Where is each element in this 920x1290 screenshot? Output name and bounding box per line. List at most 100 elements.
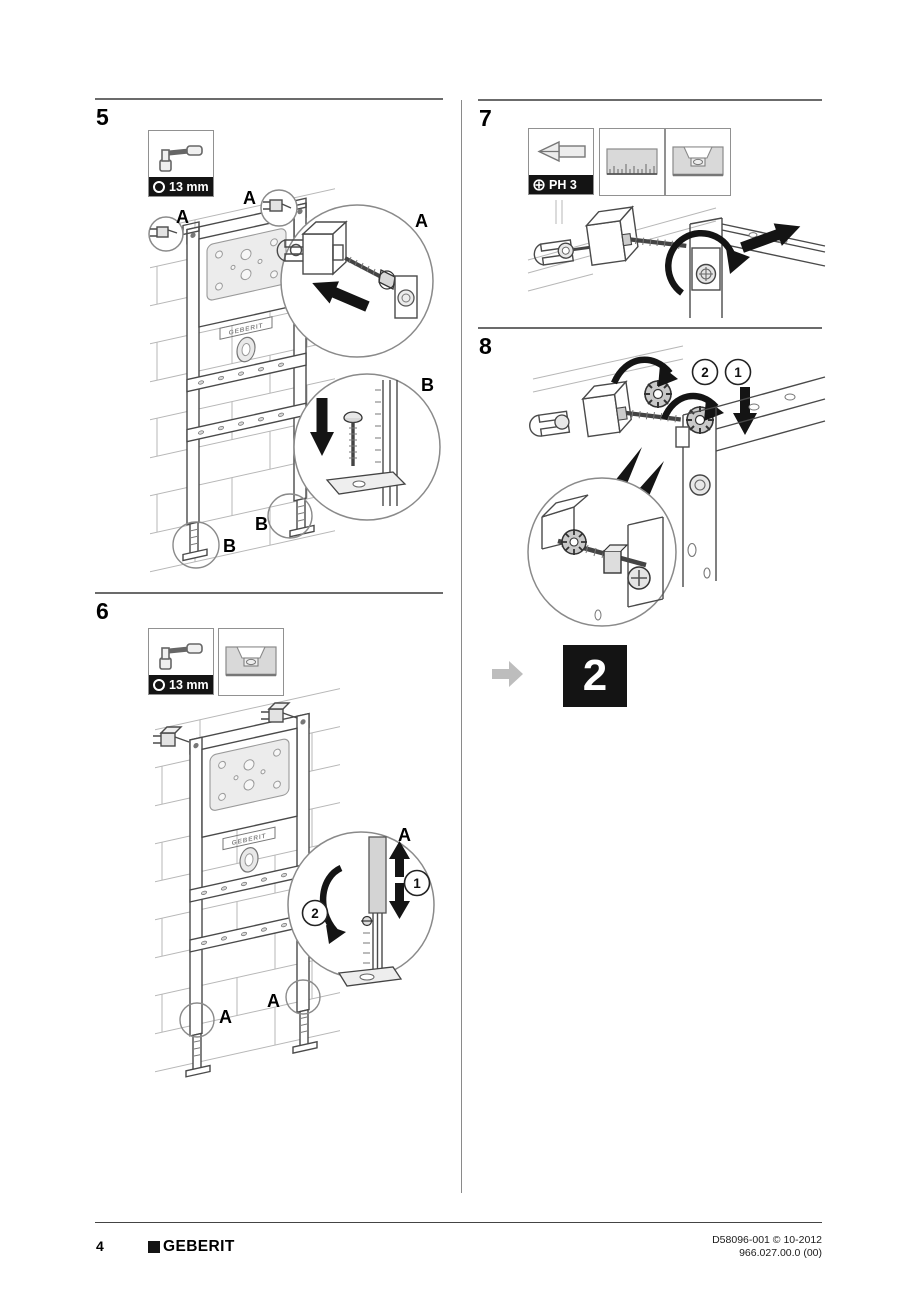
label-a: A: [415, 211, 428, 231]
socket-ring-icon: [153, 678, 165, 691]
brand-text: GEBERIT: [163, 1238, 235, 1255]
label-a: A: [267, 991, 280, 1011]
brand-square-icon: [148, 1241, 160, 1253]
crossbar-upper: [186, 352, 307, 393]
adjust-knob: [397, 289, 415, 307]
tool-size-label: 13 mm: [149, 675, 213, 694]
push-nut-1: [644, 380, 672, 408]
label-b: B: [223, 536, 236, 556]
ruler-icon: [600, 129, 664, 195]
crossbar-holes: [198, 362, 284, 385]
step6-toolbox-socket-wrench: 13 mm: [148, 628, 214, 695]
corner-screw: [297, 208, 303, 215]
detail-content: [541, 494, 664, 621]
tool-size-label: PH 3: [529, 175, 593, 194]
callout-1-text: 1: [734, 365, 742, 380]
callout-circle-leg-left: [179, 1002, 215, 1038]
step7-toolbox-ruler: [599, 128, 665, 196]
step7-rule: [478, 99, 822, 101]
step7-illustration: [527, 200, 826, 318]
rotation-arrow-head: [726, 248, 750, 274]
step5-illustration: GEBERIT A A: [148, 188, 441, 573]
screw-down-arrow: [310, 398, 334, 456]
step5-rule: [95, 98, 443, 100]
post-hole: [703, 567, 711, 579]
nut1-rotate-arrow: [611, 356, 673, 385]
step6-rule: [95, 592, 443, 594]
clip-bracket: [603, 550, 622, 574]
spirit-level-icon: [219, 629, 283, 695]
cistern-access-plate: [209, 738, 290, 811]
leg-scale-ticks: [194, 1016, 307, 1057]
post-hole: [594, 609, 602, 621]
callout-circle-leg-right: [285, 979, 321, 1015]
anchor-block: [585, 220, 627, 266]
leg-inner: [372, 913, 383, 975]
crossbar-holes: [201, 922, 287, 945]
phillips-circle-icon: [533, 178, 545, 191]
label-b: B: [421, 375, 434, 395]
detail-b-content: [310, 380, 407, 506]
label-a: A: [176, 207, 189, 227]
wall-anchor-right: [261, 702, 298, 723]
anchor-assembly: [533, 205, 687, 266]
flush-bend-inner: [241, 342, 251, 357]
down-arrow: [389, 883, 410, 919]
frame-left-rail: [189, 736, 203, 1037]
rod-bracket: [675, 426, 690, 448]
version-code: 966.027.00.0 (00): [739, 1247, 822, 1259]
rotate-arrow-curve: [319, 865, 343, 934]
footer-page-number: 4: [96, 1238, 104, 1254]
detail-a-content: [276, 220, 418, 319]
callout-circle-foot-left: [172, 521, 220, 569]
wall-anchor-left: [153, 726, 190, 747]
callout-1-circle: [724, 358, 752, 386]
detail-a-content: 1 2: [301, 836, 431, 987]
rotate-arrow-head: [326, 925, 346, 944]
step8-number: 8: [479, 333, 492, 359]
socket-wrench-icon: [149, 131, 213, 177]
step6-illustration: GEBERIT: [153, 688, 435, 1078]
leg-scale-ticks: [191, 505, 304, 546]
insert-direction-arrow: [312, 281, 370, 312]
frame-corner: [689, 217, 826, 318]
nut2-rotate-arrow: [660, 392, 719, 421]
step6-number: 6: [96, 598, 109, 624]
step8-rule: [478, 327, 822, 329]
tool-size-text: 13 mm: [169, 179, 209, 194]
tool-size-label: 13 mm: [149, 177, 213, 196]
plate-fixing-holes: [215, 238, 278, 291]
doc-code: D58096-001 © 10-2012: [712, 1234, 822, 1246]
up-arrow: [389, 841, 410, 877]
step8-illustration: 2 1: [527, 345, 826, 627]
mini-anchor-left: [150, 226, 178, 238]
step5-number: 5: [96, 104, 109, 130]
cistern-brand-plate: [222, 826, 276, 851]
left-foot-plate: [182, 548, 208, 562]
crossbar-holes: [198, 412, 284, 435]
tool-size-text: PH 3: [549, 177, 577, 192]
tool-size-text: 13 mm: [169, 677, 209, 692]
label-b: B: [255, 514, 268, 534]
right-foot-plate: [292, 1040, 318, 1054]
top-rail: [715, 376, 826, 452]
push-nut-installed: [561, 529, 587, 555]
step6-toolbox-spirit-level: [218, 628, 284, 696]
rotation-arrow-curve: [665, 229, 738, 296]
rail-hole: [748, 232, 758, 238]
phillips-bit-icon: [529, 129, 593, 175]
frame-left-rail: [186, 226, 200, 526]
next-chapter-number: 2: [582, 651, 608, 700]
corner-screw: [193, 742, 199, 749]
next-chapter-arrow-icon: [492, 661, 523, 687]
label-a: A: [219, 1007, 232, 1027]
callout-2-circle: [691, 358, 719, 386]
nut2-arrow-head: [704, 399, 724, 421]
post-hole: [687, 542, 697, 558]
callout-1-circle: [403, 869, 431, 897]
step7-toolbox-phillips: PH 3: [528, 128, 594, 195]
cistern-brand-text: GEBERIT: [229, 322, 263, 337]
footer-rule: [95, 1222, 822, 1224]
callout-2-circle: [301, 899, 329, 927]
spirit-level-icon: [666, 129, 730, 195]
